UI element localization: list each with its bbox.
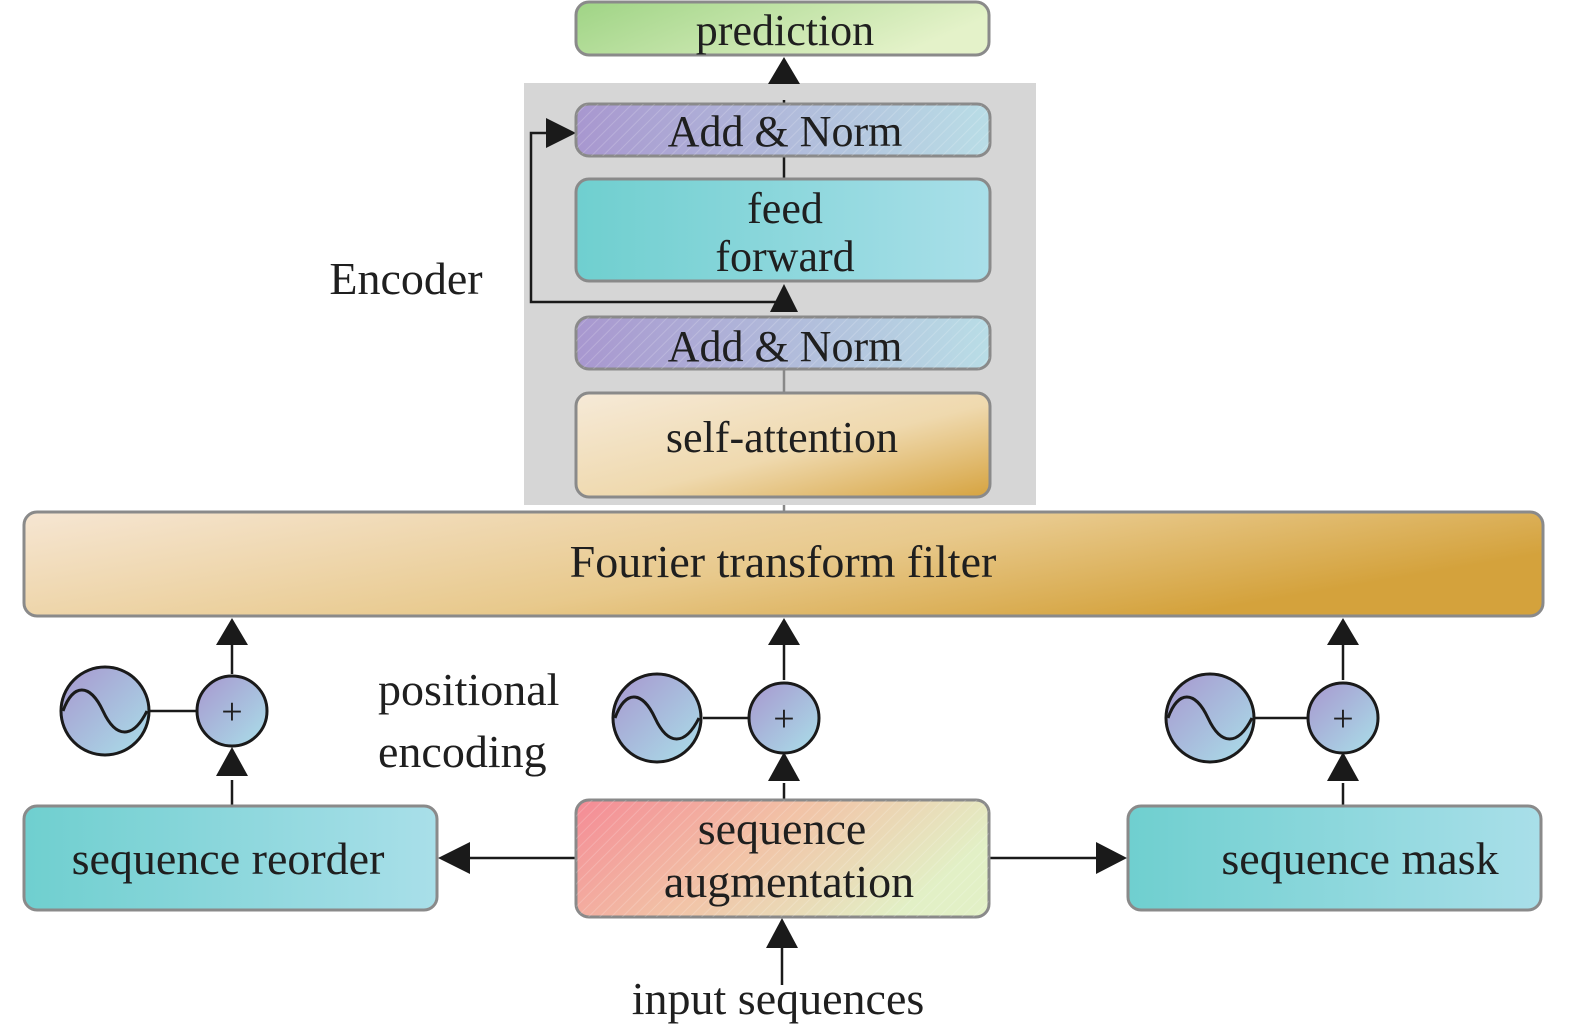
- plus-icon: +: [1306, 681, 1380, 755]
- feed-forward-label-line2: forward: [715, 232, 854, 281]
- positional-encoding-label-line2: encoding: [378, 726, 547, 777]
- sequence-mask-block: sequence mask: [1126, 804, 1543, 912]
- sine-wave-icon: [611, 672, 703, 764]
- input-sequences-label: input sequences: [632, 973, 925, 1024]
- add-norm-top-block: Add & Norm: [574, 102, 992, 158]
- svg-text:+: +: [773, 698, 794, 740]
- sequence-augmentation-label-line1: sequence: [698, 803, 867, 854]
- sequence-mask-label: sequence mask: [1221, 833, 1498, 884]
- fourier-filter-block: Fourier transform filter: [22, 510, 1545, 618]
- plus-icon: +: [195, 674, 269, 748]
- positional-encoding-left: +: [59, 665, 269, 757]
- svg-text:+: +: [1332, 698, 1353, 740]
- sequence-reorder-block: sequence reorder: [22, 804, 439, 912]
- sequence-augmentation-block: sequence augmentation: [574, 798, 991, 919]
- connectors: [150, 100, 1345, 985]
- feed-forward-block: feed forward: [574, 177, 992, 283]
- plus-icon: +: [747, 681, 821, 755]
- svg-text:+: +: [221, 691, 242, 733]
- add-norm-bottom-block: Add & Norm: [574, 315, 992, 371]
- positional-encoding-label-line1: positional: [378, 664, 559, 715]
- prediction-block: prediction: [574, 0, 991, 57]
- add-norm-top-label: Add & Norm: [668, 107, 903, 156]
- sine-wave-icon: [59, 665, 151, 757]
- arrowheads: [216, 57, 1359, 948]
- positional-encoding-right: +: [1164, 672, 1380, 764]
- fourier-filter-label: Fourier transform filter: [570, 536, 997, 587]
- sequence-augmentation-label-line2: augmentation: [664, 856, 914, 907]
- self-attention-label: self-attention: [666, 413, 898, 462]
- self-attention-block: self-attention: [574, 391, 992, 499]
- sequence-reorder-label: sequence reorder: [72, 833, 385, 884]
- positional-encoding-middle: +: [611, 672, 821, 764]
- prediction-label: prediction: [696, 6, 874, 55]
- feed-forward-label-line1: feed: [747, 184, 823, 233]
- sine-wave-icon: [1164, 672, 1256, 764]
- add-norm-bottom-label: Add & Norm: [668, 322, 903, 371]
- encoder-label: Encoder: [329, 253, 482, 304]
